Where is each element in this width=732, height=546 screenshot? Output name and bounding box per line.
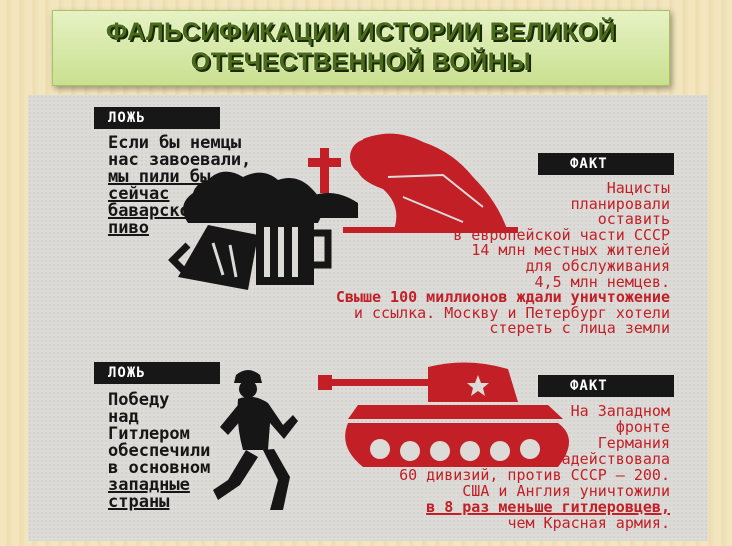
- infographic-poster: ЛОЖЬ Если бы немцы нас завоевали, мы пил…: [28, 95, 708, 541]
- lie-tag-1: ЛОЖЬ: [94, 107, 220, 129]
- title-line-2: ОТЕЧЕСТВЕННОЙ ВОЙНЫ: [190, 48, 532, 76]
- grave-cross-icon: [298, 148, 358, 218]
- beer-mugs-icon: [168, 171, 332, 290]
- lie-text-2: Победу над Гитлером обеспечили в основно…: [108, 390, 211, 512]
- fact-text-1: Нацисты планировали оставить в европейск…: [335, 179, 670, 338]
- title-banner: ФАЛЬСИФИКАЦИИ ИСТОРИИ ВЕЛИКОЙ ОТЕЧЕСТВЕН…: [52, 10, 670, 86]
- lie-tag-2: ЛОЖЬ: [94, 362, 220, 384]
- title-line-1: ФАЛЬСИФИКАЦИИ ИСТОРИИ ВЕЛИКОЙ: [105, 18, 617, 46]
- fact-tag-2: ФАКТ: [538, 375, 674, 397]
- mourning-woman-icon: [343, 133, 518, 233]
- fact-text-2: На Западном фронте Германия задействовал…: [399, 402, 670, 532]
- running-soldier-icon: [213, 370, 298, 510]
- lie-text-1: Если бы немцы нас завоевали, мы пили бы …: [108, 133, 252, 238]
- tank-icon: [318, 362, 569, 467]
- fact-tag-1: ФАКТ: [538, 153, 674, 175]
